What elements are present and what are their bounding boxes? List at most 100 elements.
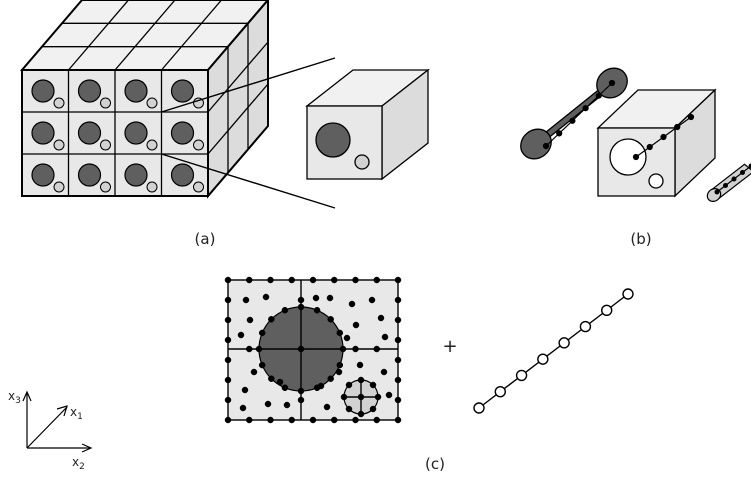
rve-small-fiber [354, 154, 370, 170]
mesh-interior-node [352, 321, 360, 329]
block-small-fiber [146, 139, 158, 151]
mesh-fiber-node [281, 384, 289, 392]
mesh-small-fiber-node [357, 376, 365, 384]
small-fiber-node [731, 176, 737, 182]
mesh-fiber-node [297, 303, 305, 311]
mesh-node [394, 336, 402, 344]
mesh-fiber-node [258, 361, 266, 369]
mesh-node [288, 416, 295, 424]
block-small-fiber [146, 181, 158, 193]
large-fiber-end-face [520, 128, 552, 160]
mesh-node [224, 276, 232, 284]
block-small-fiber [100, 181, 111, 193]
panel-a-composite-block [19, 0, 270, 199]
mesh-node [394, 316, 402, 324]
large-fiber-node [542, 142, 550, 150]
mesh-node [224, 336, 232, 344]
fiber-1d-node [622, 288, 634, 300]
mesh-interior-node [237, 331, 245, 339]
fiber-1d-node [515, 369, 528, 382]
mesh-node [224, 396, 232, 404]
mesh-interior-node [326, 294, 334, 302]
hole-chain-node [687, 113, 695, 121]
mesh-fiber-node [281, 306, 289, 314]
rve-cube [305, 68, 430, 181]
large-fiber-node [595, 92, 602, 99]
mesh-interior-node [380, 368, 388, 376]
mesh-node [394, 396, 402, 404]
mesh-interior-node [377, 314, 385, 322]
mesh-node [394, 296, 402, 304]
mesh-interior-node [385, 391, 393, 399]
block-large-fiber [124, 163, 148, 187]
mesh-interior-node [323, 403, 331, 411]
mesh-interior-node [241, 386, 249, 394]
mesh-node [288, 276, 295, 284]
mesh-node [352, 416, 359, 424]
panel-c-label: (c) [425, 455, 445, 473]
mesh-nodes [224, 276, 402, 424]
panel-a-label: (a) [195, 230, 216, 248]
mesh-fiber-node [268, 316, 275, 323]
block-large-fiber [170, 79, 195, 103]
block-large-fiber [170, 163, 195, 187]
mesh-fiber-node [336, 361, 344, 369]
mesh-small-fiber-node [374, 393, 382, 401]
block-top-grid [42, 0, 248, 71]
large-fiber-node [556, 130, 563, 137]
mesh-interior-node [239, 404, 247, 412]
mesh-fiber-node [297, 387, 305, 395]
block-large-fiber [31, 163, 55, 187]
mesh-node [224, 356, 232, 364]
hole-chain-node [646, 143, 653, 151]
mesh-interior-node [343, 334, 351, 342]
block-large-fiber [31, 79, 55, 103]
axis-x1-label: x1 [70, 405, 83, 422]
mesh-node [267, 276, 274, 284]
mesh-fiber-node [336, 329, 344, 337]
mesh-interior-node [335, 368, 343, 376]
mesh-node [394, 356, 402, 364]
block-small-fiber [100, 97, 111, 109]
block-large-fiber [31, 121, 55, 145]
rve-large-fiber [315, 122, 351, 158]
large-fiber-nodes [542, 79, 616, 150]
fiber-1d-node [537, 353, 549, 365]
fiber-1d-nodes [473, 288, 634, 414]
block-large-fiber [124, 79, 148, 103]
mesh-node [394, 276, 402, 284]
mesh-interior-node [381, 333, 389, 341]
large-fiber-node [608, 79, 616, 87]
fiber-1d-element [473, 288, 634, 414]
mesh-fiber-node [255, 345, 263, 353]
mesh-fiber-node [327, 375, 334, 382]
hole-chain-nodes [632, 113, 695, 161]
mesh-interior-node [356, 361, 364, 369]
mesh-interior-node [242, 296, 250, 304]
mesh-node [394, 376, 402, 384]
coordinate-axes [22, 390, 93, 453]
block-large-fiber [124, 121, 148, 145]
mesh-small-fiber-node [357, 410, 365, 418]
mesh-node [224, 416, 232, 424]
block-fibers [31, 79, 204, 193]
fiber-1d-node [579, 320, 592, 333]
block-small-fiber [193, 139, 204, 151]
mesh-small-fiber-node [357, 393, 365, 401]
mesh-node [267, 416, 274, 424]
mesh-interior-node [250, 368, 258, 376]
block-small-fiber [53, 97, 65, 109]
mesh-node [352, 276, 359, 284]
mesh-node [394, 416, 402, 424]
mesh-fiber-node [297, 345, 305, 353]
small-fiber-node [740, 170, 745, 175]
block-large-fiber [77, 121, 102, 145]
mesh-node [373, 345, 380, 353]
mesh-node [331, 276, 338, 284]
fiber-1d-node [473, 402, 485, 414]
mesh-node [331, 416, 338, 424]
mesh-node [224, 316, 232, 324]
mesh-fiber-node [327, 316, 334, 323]
plus-sign: + [442, 336, 457, 357]
mesh-interior-node [312, 294, 320, 302]
